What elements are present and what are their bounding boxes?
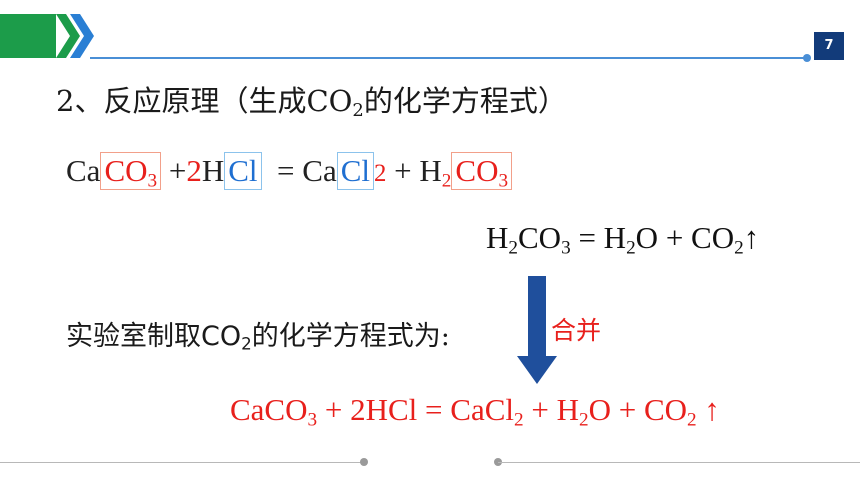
title-co2: CO [306,84,353,118]
page-number-badge: 7 [814,32,844,60]
eq1-two: 2 [374,160,387,187]
eq1-co3b-box: CO3 [451,152,513,190]
down-arrow-head [517,356,557,384]
eq1-h2-sub: 2 [441,170,452,192]
eq1-equals: = [277,153,295,188]
header-accent-bar [0,14,56,58]
eq1-h: H [201,153,225,188]
eq1-plus: + [168,153,187,188]
merge-label: 合并 [551,316,602,345]
eq1-ca: Ca [66,153,101,188]
down-arrow-icon [528,276,546,358]
eq1-cl2-box: Cl [336,152,375,190]
header-divider [90,57,806,59]
title-co2-sub: 2 [352,100,364,122]
final-equation: CaCO3 + 2HCl = CaCl2 + H2O + CO2 ↑ [230,392,720,431]
footer-divider-right [498,462,860,463]
footer-divider-left [0,462,362,463]
eq1-co3-box: CO3 [100,152,162,190]
carbonic-acid-equation: H2CO3 = H2O + CO2↑ [486,220,760,259]
title-prefix: 2、反应原理（生成 [56,84,307,118]
eq1-plus2: + [394,153,412,188]
eq1-coefficient: 2 [186,153,202,188]
eq1-ca2: Ca [302,153,337,188]
header-divider-dot [803,54,811,62]
eq1-cl-box: Cl [224,152,262,190]
title-suffix: 的化学方程式） [363,84,567,118]
double-chevron-icon [56,14,94,58]
lab-equation-label: 实验室制取CO2的化学方程式为: [66,321,450,354]
eq1-h2: H [419,153,442,188]
footer-dot-left [360,458,368,466]
section-title: 2、反应原理（生成CO2的化学方程式） [56,78,567,120]
